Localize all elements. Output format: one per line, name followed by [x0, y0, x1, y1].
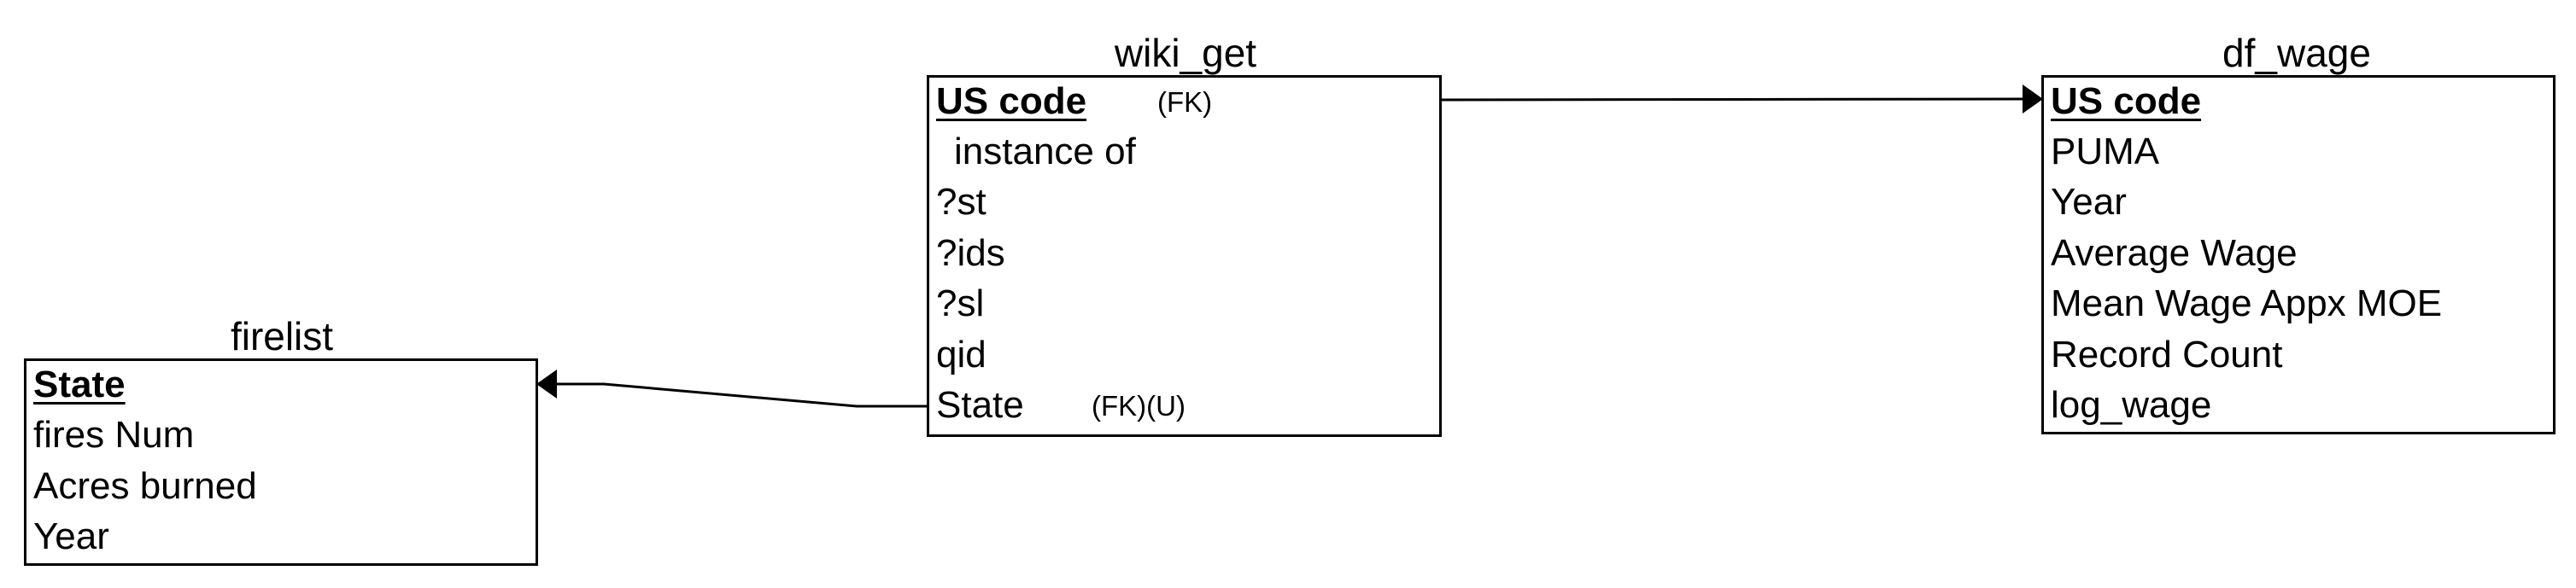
entity-firelist[interactable]: State fires Num Acres burned Year	[24, 358, 538, 566]
df-wage-key-field: US code	[2051, 80, 2202, 122]
wiki-get-key-fk-tag: (FK)	[1157, 86, 1213, 118]
arrowhead-df-wage	[2023, 84, 2043, 114]
wiki-get-field: qid	[936, 334, 986, 376]
entity-wiki-get[interactable]: US code (FK) instance of ?st ?ids ?sl qi…	[927, 75, 1442, 437]
wiki-get-key-field: US code	[936, 80, 1087, 122]
arrowhead-firelist	[536, 370, 557, 399]
wiki-get-field: ?sl	[936, 282, 985, 324]
entity-title-firelist: firelist	[230, 314, 334, 358]
firelist-key-field: State	[33, 364, 126, 405]
wiki-get-state-field: State	[936, 384, 1024, 426]
wiki-get-state-fk-u-tag: (FK)(U)	[1092, 390, 1186, 422]
firelist-field: fires Num	[33, 414, 195, 456]
wiki-get-field: instance of	[954, 131, 1136, 172]
firelist-field: Acres burned	[33, 465, 257, 507]
df-wage-field: log_wage	[2051, 384, 2212, 426]
wiki-get-field: ?ids	[936, 232, 1005, 274]
df-wage-field: Year	[2051, 181, 2127, 223]
firelist-field: Year	[33, 515, 109, 557]
entity-title-df-wage: df_wage	[2222, 31, 2371, 75]
df-wage-field: Average Wage	[2051, 232, 2298, 274]
df-wage-field: PUMA	[2051, 131, 2160, 172]
entity-df-wage[interactable]: US code PUMA Year Average Wage Mean Wage…	[2041, 75, 2556, 434]
df-wage-field: Mean Wage Appx MOE	[2051, 282, 2443, 324]
relationship-wiki-get-to-df-wage	[1439, 84, 2043, 114]
wiki-get-field: ?st	[936, 181, 986, 223]
relationship-wiki-get-to-firelist	[536, 370, 927, 408]
df-wage-field: Record Count	[2051, 334, 2283, 376]
entity-title-wiki-get: wiki_get	[1114, 31, 1257, 75]
